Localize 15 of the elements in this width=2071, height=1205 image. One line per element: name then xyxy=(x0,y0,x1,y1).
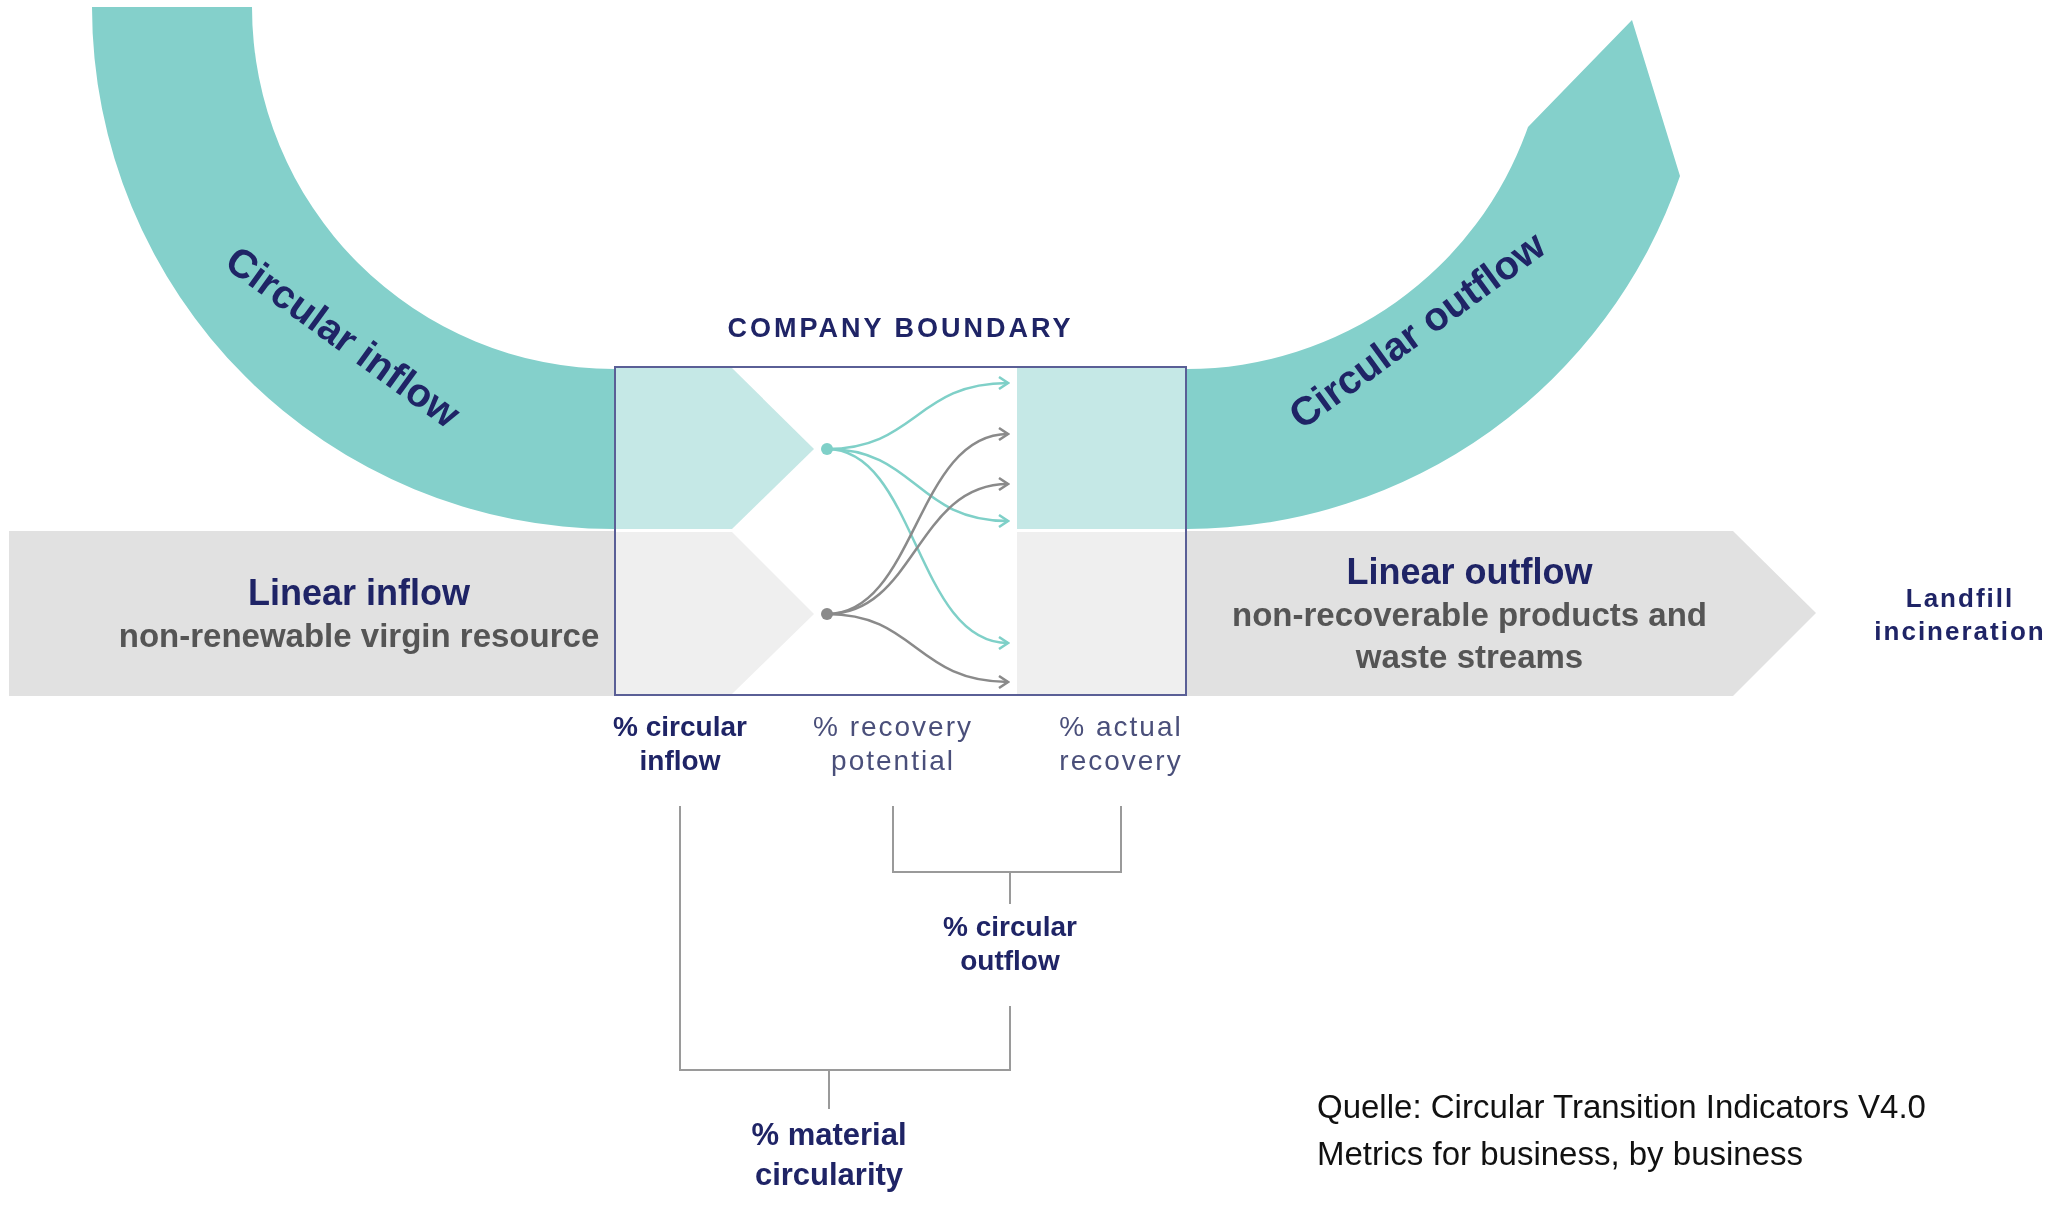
band-subtitle: non-renewable virgin resource xyxy=(118,615,600,656)
source-note: Metrics for business, by business xyxy=(1317,1135,1805,1173)
metric-label: % circular outflow xyxy=(925,910,1095,978)
metric-label: % material circularity xyxy=(699,1115,959,1195)
boundary-heading: COMPANY BOUNDARY xyxy=(727,313,1074,344)
bracket-line xyxy=(1009,805,1122,905)
metric-label: % recovery potential xyxy=(798,710,988,778)
band-heading: Linear outflow xyxy=(1346,549,1593,594)
band-subtitle: non-recoverable products and waste streams xyxy=(1231,594,1708,677)
source-note: Quelle: Circular Transition Indicators V4.0 xyxy=(1317,1088,1927,1126)
metric-label: % circular inflow xyxy=(600,710,760,778)
band-heading: Linear inflow xyxy=(248,570,470,615)
end-label: Landfill incineration xyxy=(1873,582,2047,648)
metric-label: % actual recovery xyxy=(1031,710,1211,778)
bracket-line xyxy=(828,1005,1011,1110)
